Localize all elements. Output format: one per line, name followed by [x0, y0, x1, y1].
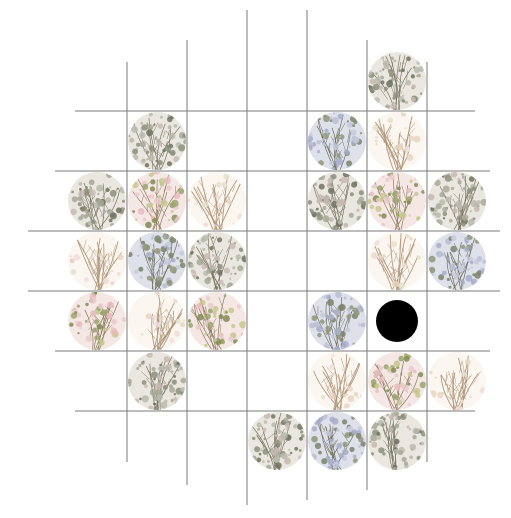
tile-blue-gray-shrub[interactable]	[308, 291, 366, 352]
tile-gray-shrub[interactable]	[426, 171, 487, 230]
tile-blue-gray-shrub[interactable]	[305, 112, 366, 171]
tile-gray-shrub[interactable]	[187, 232, 248, 290]
tile-pink-green-shrub[interactable]	[366, 171, 426, 231]
tile-beige-branches[interactable]	[128, 290, 186, 350]
tile-blue-gray-shrub[interactable]	[308, 412, 366, 471]
tile-beige-branches[interactable]	[187, 172, 246, 230]
tile-beige-branches[interactable]	[368, 111, 426, 170]
tile-beige-branches[interactable]	[368, 232, 426, 290]
tile-pink-green-shrub[interactable]	[188, 292, 247, 350]
tile-gray-shrub[interactable]	[366, 52, 426, 110]
tiles-layer	[68, 52, 487, 472]
tile-pink-green-shrub[interactable]	[368, 352, 426, 411]
tile-pink-green-shrub[interactable]	[128, 170, 186, 230]
tile-gray-shrub[interactable]	[248, 412, 306, 470]
tile-blue-gray-shrub[interactable]	[428, 232, 486, 290]
tile-beige-branches[interactable]	[68, 232, 126, 290]
tile-gray-shrub[interactable]	[128, 112, 188, 171]
tile-gray-shrub[interactable]	[68, 172, 127, 231]
tile-gray-shrub[interactable]	[307, 171, 368, 232]
tile-pink-green-shrub[interactable]	[68, 291, 126, 350]
tile-gray-shrub[interactable]	[368, 411, 427, 473]
tile-beige-branches[interactable]	[308, 352, 366, 410]
selected-token[interactable]	[376, 300, 418, 342]
tile-beige-branches[interactable]	[428, 352, 487, 413]
tile-gray-shrub[interactable]	[126, 352, 186, 412]
tile-blue-gray-shrub[interactable]	[127, 232, 186, 290]
